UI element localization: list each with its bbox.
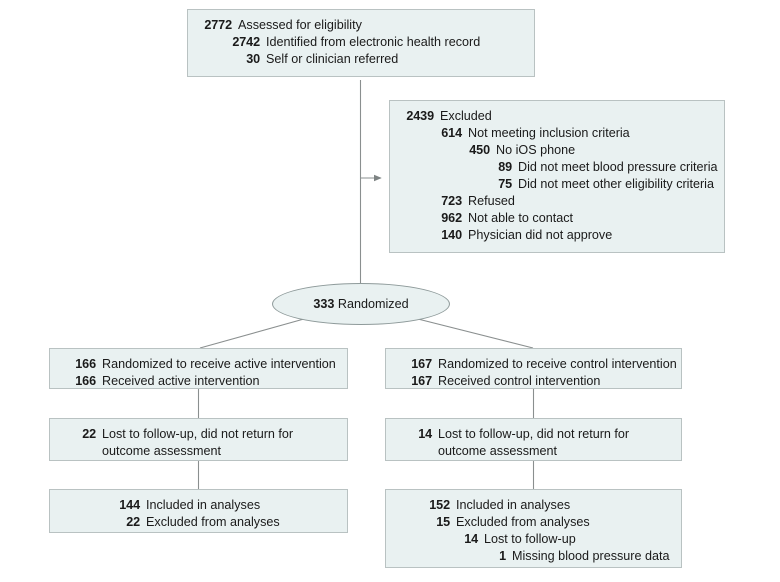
row-text: Refused <box>468 194 515 208</box>
box-excluded: 2439 Excluded 614 Not meeting inclusion … <box>389 100 725 253</box>
row-excluded-other-eligibility: 75 Did not meet other eligibility criter… <box>400 176 714 193</box>
row-text: Physician did not approve <box>468 228 613 242</box>
oval-randomized-text: 333 Randomized <box>313 297 408 311</box>
row-control-lost-followup-analysis: 14 Lost to follow-up <box>416 531 671 548</box>
row-text: Assessed for eligibility <box>238 18 362 32</box>
row-text: Identified from electronic health record <box>266 35 481 49</box>
box-control-analysis: 152 Included in analyses 15 Excluded fro… <box>385 489 682 568</box>
row-number: 30 <box>246 52 260 66</box>
row-active-randomized: 166 Randomized to receive active interve… <box>60 356 337 373</box>
row-text-line2: outcome assessment <box>102 444 221 458</box>
row-text: Excluded <box>440 109 492 123</box>
row-control-lost-followup: 14 Lost to follow-up, did not return for… <box>410 426 671 460</box>
row-number: 166 <box>75 374 96 388</box>
row-assessed-ehr: 2742 Identified from electronic health r… <box>198 34 524 51</box>
row-text: Not meeting inclusion criteria <box>468 126 630 140</box>
oval-randomized-label: Randomized <box>337 297 409 311</box>
row-excluded-no-ios-phone: 450 No iOS phone <box>400 142 714 159</box>
row-text: No iOS phone <box>496 143 576 157</box>
box-active-followup: 22 Lost to follow-up, did not return for… <box>49 418 348 461</box>
row-control-missing-bp-data: 1 Missing blood pressure data <box>416 548 671 565</box>
row-number: 140 <box>441 228 462 242</box>
row-text: Randomized to receive control interventi… <box>438 357 677 371</box>
row-text: Did not meet other eligibility criteria <box>518 177 714 191</box>
row-control-excluded: 15 Excluded from analyses <box>416 514 671 531</box>
row-active-received: 166 Received active intervention <box>60 373 337 390</box>
row-text: Included in analyses <box>146 498 261 512</box>
row-number: 22 <box>82 427 96 441</box>
row-text: Received active intervention <box>102 374 260 388</box>
row-number: 22 <box>126 515 140 529</box>
row-text: Included in analyses <box>456 498 571 512</box>
row-number: 2742 <box>232 35 260 49</box>
box-assessed-for-eligibility: 2772 Assessed for eligibility 2742 Ident… <box>187 9 535 77</box>
row-text: Lost to follow-up <box>484 532 576 546</box>
row-control-received: 167 Received control intervention <box>396 373 671 390</box>
row-text: Not able to contact <box>468 211 574 225</box>
row-number: 167 <box>411 374 432 388</box>
row-number: 14 <box>464 532 478 546</box>
row-active-included: 144 Included in analyses <box>110 497 337 514</box>
row-text: Did not meet blood pressure criteria <box>518 160 718 174</box>
row-text: Lost to follow-up, did not return for ou… <box>96 426 337 460</box>
oval-randomized: 333 Randomized <box>272 283 450 325</box>
row-text-line1: Lost to follow-up, did not return for <box>438 427 630 441</box>
row-number: 962 <box>441 211 462 225</box>
row-text: Self or clinician referred <box>266 52 399 66</box>
row-control-randomized: 167 Randomized to receive control interv… <box>396 356 676 373</box>
row-text: Lost to follow-up, did not return for ou… <box>432 426 671 460</box>
row-text: Excluded from analyses <box>456 515 590 529</box>
row-number: 723 <box>441 194 462 208</box>
row-active-excluded: 22 Excluded from analyses <box>110 514 337 531</box>
row-number: 15 <box>436 515 450 529</box>
row-text-line1: Lost to follow-up, did not return for <box>102 427 294 441</box>
row-number: 144 <box>119 498 140 512</box>
row-excluded-bp-criteria: 89 Did not meet blood pressure criteria <box>400 159 717 176</box>
row-number: 166 <box>75 357 96 371</box>
row-number: 167 <box>411 357 432 371</box>
oval-randomized-number: 333 <box>313 297 335 311</box>
row-control-included: 152 Included in analyses <box>416 497 671 514</box>
row-text: Excluded from analyses <box>146 515 280 529</box>
row-number: 1 <box>499 549 506 563</box>
row-excluded-not-meeting-inclusion: 614 Not meeting inclusion criteria <box>400 125 714 142</box>
row-text-line2: outcome assessment <box>438 444 557 458</box>
row-number: 75 <box>498 177 512 191</box>
row-number: 450 <box>469 143 490 157</box>
box-active-analysis: 144 Included in analyses 22 Excluded fro… <box>49 489 348 533</box>
row-excluded-total: 2439 Excluded <box>400 108 714 125</box>
row-text: Received control intervention <box>438 374 601 388</box>
row-assessed-total: 2772 Assessed for eligibility <box>198 17 524 34</box>
box-active-allocation: 166 Randomized to receive active interve… <box>49 348 348 389</box>
row-excluded-physician-not-approve: 140 Physician did not approve <box>400 227 714 244</box>
row-text: Randomized to receive active interventio… <box>102 357 336 371</box>
row-number: 2772 <box>204 18 232 32</box>
row-number: 152 <box>429 498 450 512</box>
box-control-allocation: 167 Randomized to receive control interv… <box>385 348 682 389</box>
row-excluded-refused: 723 Refused <box>400 193 714 210</box>
row-number: 614 <box>441 126 462 140</box>
row-number: 89 <box>498 160 512 174</box>
row-active-lost-followup: 22 Lost to follow-up, did not return for… <box>74 426 337 460</box>
row-number: 2439 <box>406 109 434 123</box>
row-excluded-not-able-to-contact: 962 Not able to contact <box>400 210 714 227</box>
row-number: 14 <box>418 427 432 441</box>
row-assessed-self-referred: 30 Self or clinician referred <box>198 51 524 68</box>
row-text: Missing blood pressure data <box>512 549 670 563</box>
box-control-followup: 14 Lost to follow-up, did not return for… <box>385 418 682 461</box>
